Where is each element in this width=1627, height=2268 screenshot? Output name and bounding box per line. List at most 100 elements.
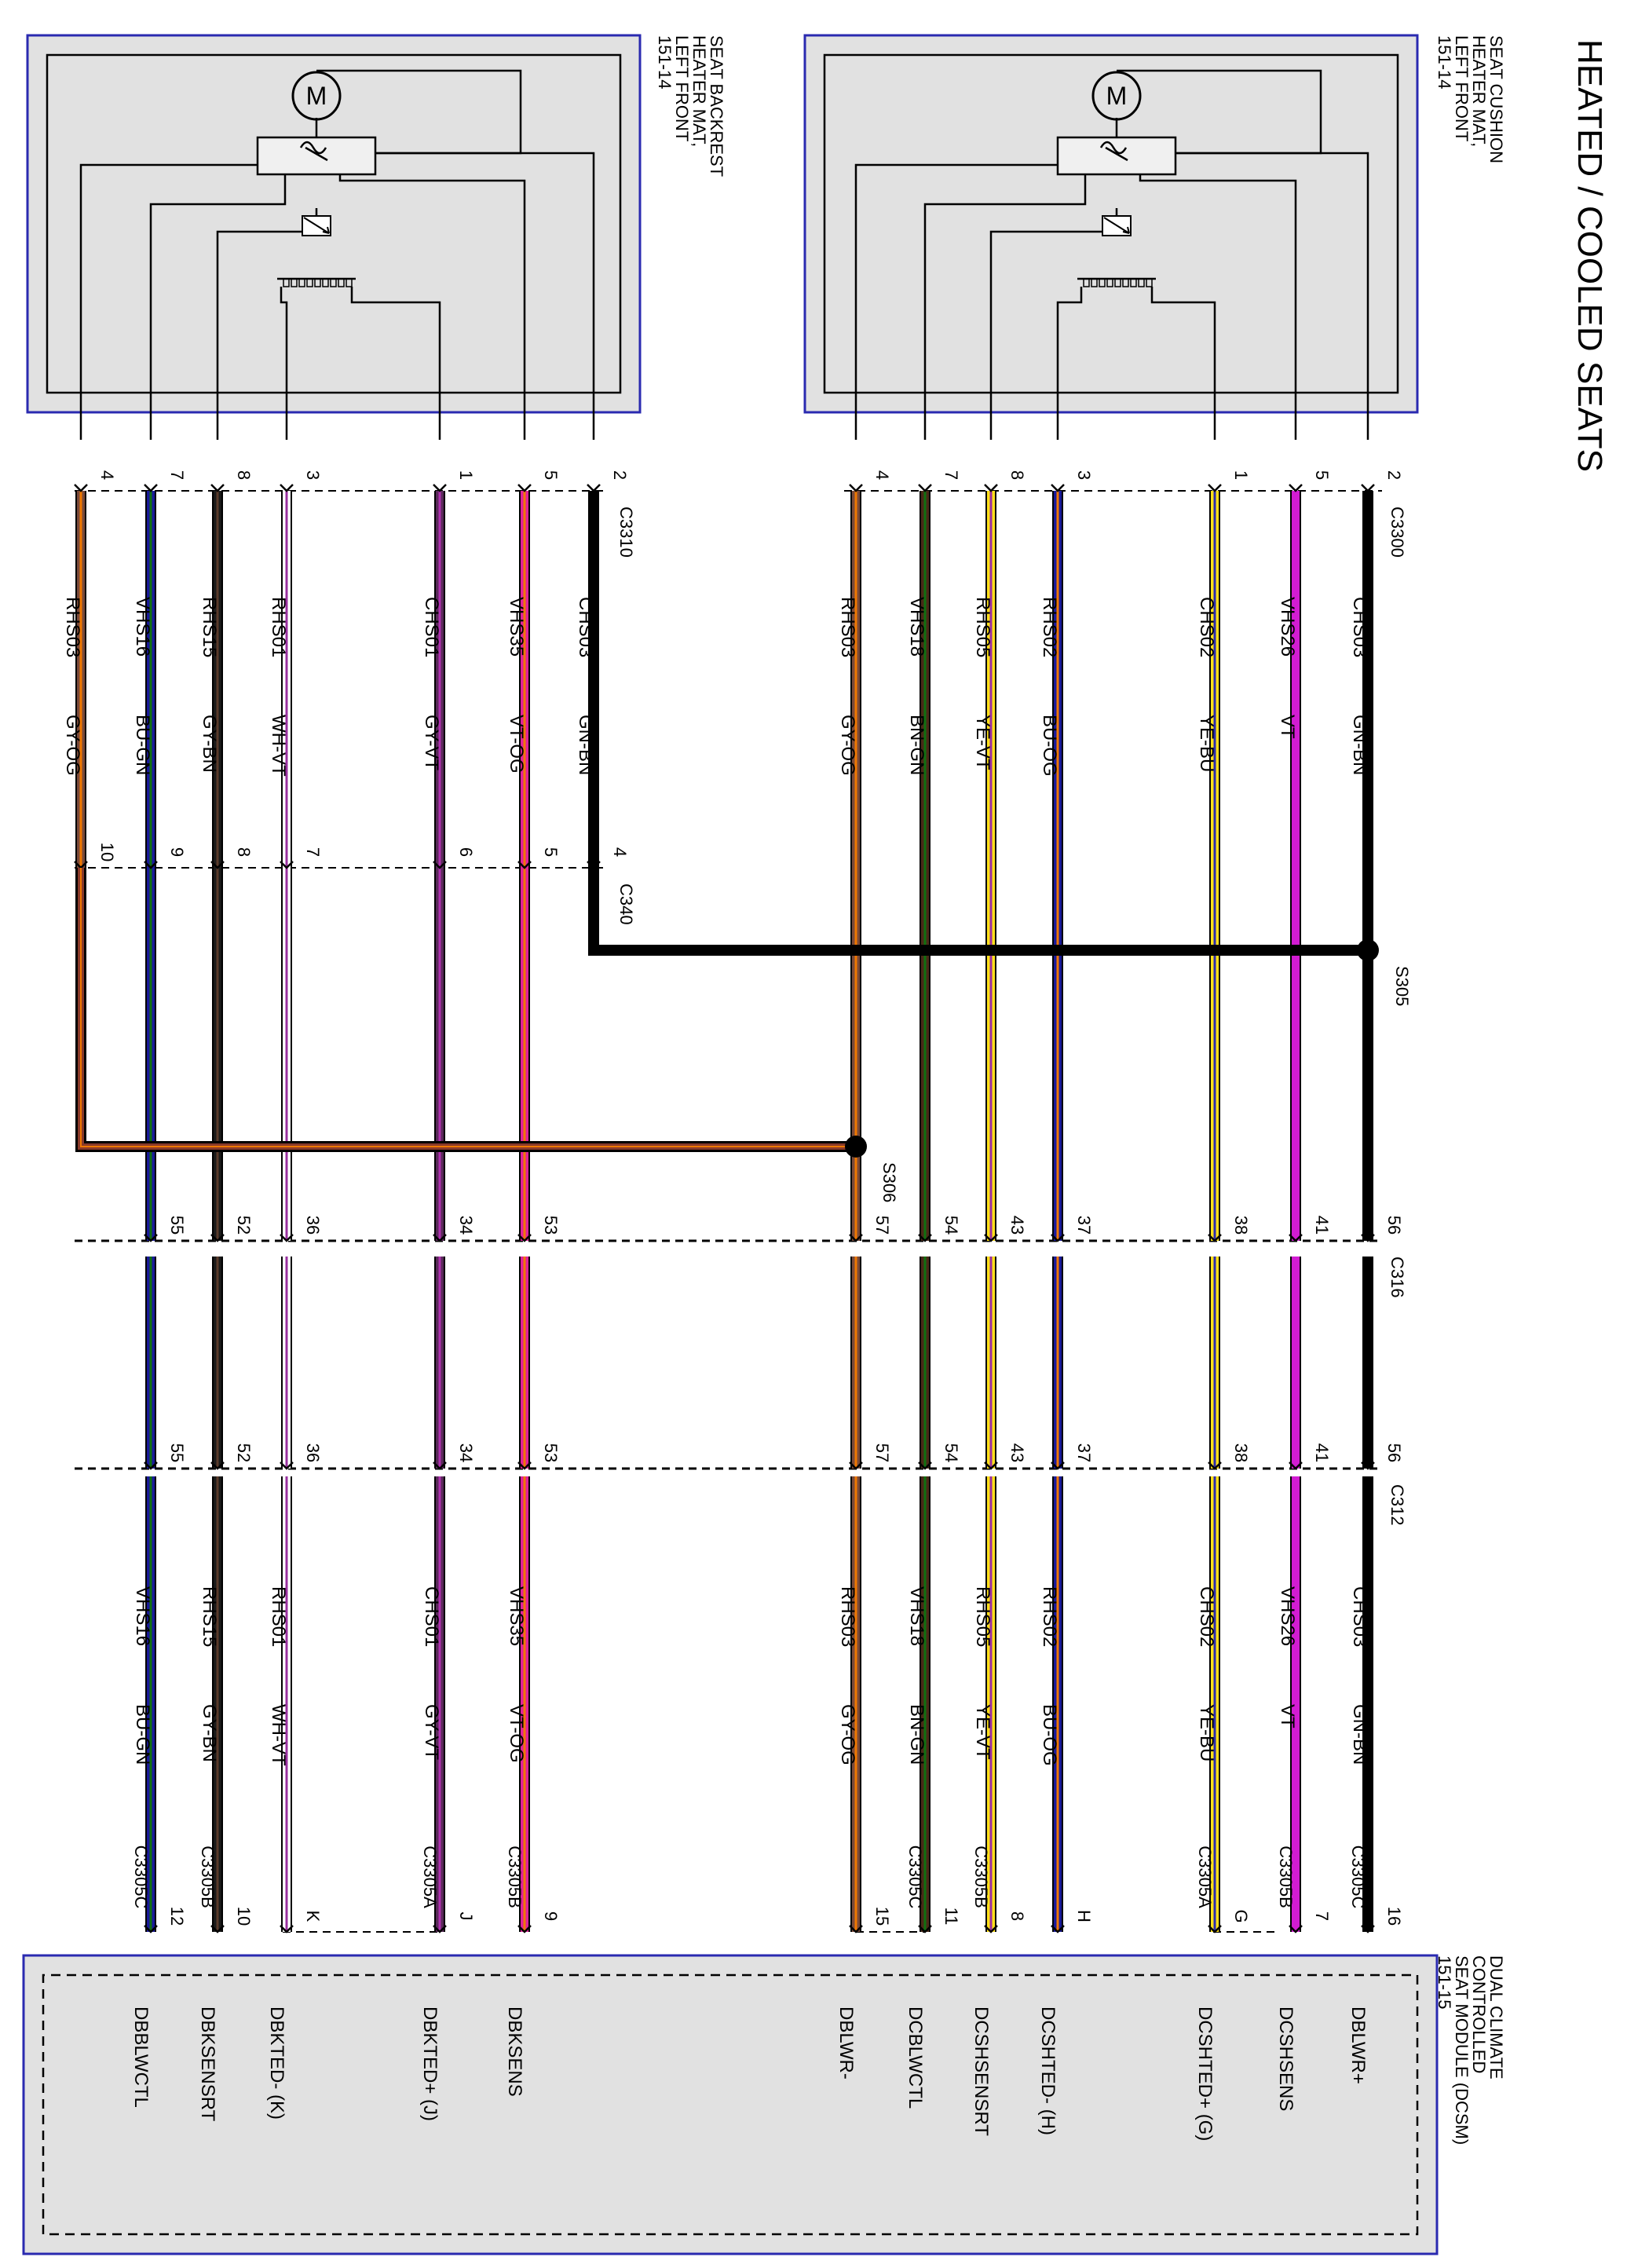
dcsm-signal-label: DBKSENS (504, 2006, 525, 2097)
thermistor-arrow-icon (1103, 217, 1130, 234)
dcsm-signal-label: DCSHTED- (H) (1037, 2006, 1058, 2135)
dcsm-pin-number: 9 (541, 1911, 561, 1921)
cushion-internals: M (1056, 71, 1177, 287)
connector-pin-icon (280, 1461, 294, 1470)
dcsm-pin-number: 8 (1007, 1911, 1027, 1921)
s305-dot (1357, 939, 1379, 961)
c1-pin-number: 2 (1384, 470, 1404, 480)
wire-color: GN-BN (575, 715, 596, 775)
circuit-id: CHS01 (421, 597, 442, 657)
connector-pin-icon (1208, 1925, 1222, 1933)
connector-pin-icon (210, 484, 225, 492)
c3310-label: C3310 (616, 507, 636, 558)
connector-pin-icon (918, 484, 932, 492)
component-label-line: LEFT FRONT (1452, 35, 1472, 141)
c312-label: C312 (1388, 1484, 1407, 1526)
c312-pin-number: 43 (1007, 1443, 1027, 1462)
fan-icon (1099, 141, 1128, 162)
backrest-outer-box (26, 34, 642, 414)
c316-pin-number: 52 (234, 1216, 254, 1235)
internal-wire (923, 174, 1087, 440)
circuit-id: VHS26 (1277, 597, 1298, 657)
circuit-id: RHS15 (199, 597, 220, 657)
dcsm-signal-label: DBKTED- (K) (266, 2006, 287, 2120)
connector-pin-icon (1208, 1234, 1222, 1242)
component-label-line: SEAT BACKREST (707, 35, 726, 177)
circuit-id: VHS18 (906, 597, 927, 657)
wire-chs01-8: 163434JC3305ACHS01GY-VTCHS01GY-VTDBKTED+… (419, 470, 476, 2121)
connector-pin-icon (1361, 1461, 1375, 1470)
c1-pin-number: 7 (167, 470, 187, 480)
wire-color-lower: GY-VT (421, 1704, 442, 1760)
dcsm-connector-label: C3305C (905, 1845, 925, 1909)
wire-color-lower: GY-BN (199, 1704, 220, 1762)
c340-pin-number: 4 (610, 847, 630, 857)
dcsm-module (22, 1954, 1439, 2255)
wire-rhs15-10: 88525210C3305BRHS15GY-BNRHS15GY-BNDBKSEN… (197, 470, 254, 2122)
circuit-id: RHS01 (268, 597, 289, 657)
connector-pin-icon (280, 484, 294, 492)
c316-pin-number: 34 (456, 1216, 476, 1235)
wire-color: GY-OG (837, 715, 858, 776)
dcsm-pin-number: J (456, 1912, 476, 1921)
wire-color-lower: GY-OG (837, 1704, 858, 1765)
dcsm-connector-label: C3305C (131, 1845, 151, 1909)
wire-color-lower: BU-GN (132, 1704, 153, 1765)
internal-wire (854, 163, 1058, 440)
dcsm-pin-number: 16 (1384, 1907, 1404, 1926)
connector-pin-icon (1361, 1925, 1375, 1933)
internal-wire (1139, 174, 1297, 440)
c316-pin-number: 53 (541, 1216, 561, 1235)
c312-pin-number: 56 (1384, 1443, 1404, 1462)
circuit-id: RHS03 (62, 597, 83, 657)
connector-pin-icon (517, 1234, 532, 1242)
circuit-id: VHS35 (506, 597, 527, 657)
dcsm-signal-label: DBBLWCTL (130, 2006, 152, 2108)
internal-wire (375, 152, 595, 440)
connector-pin-icon (849, 484, 863, 492)
connector-pin-icon (1051, 484, 1065, 492)
connector-pin-icon (587, 484, 601, 492)
c1-pin-number: 3 (303, 470, 323, 480)
wire-color: GY-OG (62, 715, 83, 776)
connector-pin-icon (1289, 1461, 1303, 1470)
internal-wire (1175, 152, 1369, 440)
connector-pin-icon (517, 1461, 532, 1470)
dcsm-pin-number: H (1074, 1910, 1094, 1922)
circuit-id-lower: VHS26 (1277, 1586, 1298, 1646)
s305-bus (588, 868, 1368, 956)
c312-pin-number: 53 (541, 1443, 561, 1462)
connector-pin-icon (433, 1461, 447, 1470)
circuit-id: RHS05 (972, 597, 993, 657)
wire-color-lower: YE-BU (1196, 1704, 1217, 1761)
wire-rhs05-4: 843438C3305BRHS05YE-VTRHS05YE-VTDCSHSENS… (971, 470, 1027, 2136)
internal-wire (989, 230, 1102, 440)
circuit-id-lower: CHS03 (1349, 1586, 1370, 1647)
internal-wire (280, 287, 288, 440)
c1-pin-number: 1 (456, 470, 476, 480)
motor-label: M (1106, 82, 1128, 110)
c340-pin-number: 6 (456, 847, 476, 857)
connector-pin-icon (1289, 1234, 1303, 1242)
connector-pin-icon (918, 1925, 932, 1933)
internal-wire (1056, 287, 1083, 440)
cushion-inner-box (823, 53, 1399, 394)
blower-control-box (1056, 136, 1177, 176)
c340-pin-number: 5 (541, 847, 561, 857)
circuit-id: RHS03 (837, 597, 858, 657)
c1-pin-number: 1 (1231, 470, 1251, 480)
c340-pin-number: 9 (167, 847, 187, 857)
c312-pin-number: 57 (872, 1443, 892, 1462)
c312-pin-number: 36 (303, 1443, 323, 1462)
s306-bus-outline (75, 868, 856, 1152)
dcsm-signal-label: DBLWR+ (1347, 2006, 1369, 2084)
component-label-line: CONTROLLED (1469, 1955, 1489, 2073)
dcsm-pin-number: 15 (872, 1907, 892, 1926)
connector-pin-icon (433, 484, 447, 492)
c316-pin-number: 55 (167, 1216, 187, 1235)
connector-pin-icon (144, 484, 158, 492)
dcsm-signal-label: DCSHSENS (1275, 2006, 1296, 2111)
fan-icon (299, 141, 328, 162)
